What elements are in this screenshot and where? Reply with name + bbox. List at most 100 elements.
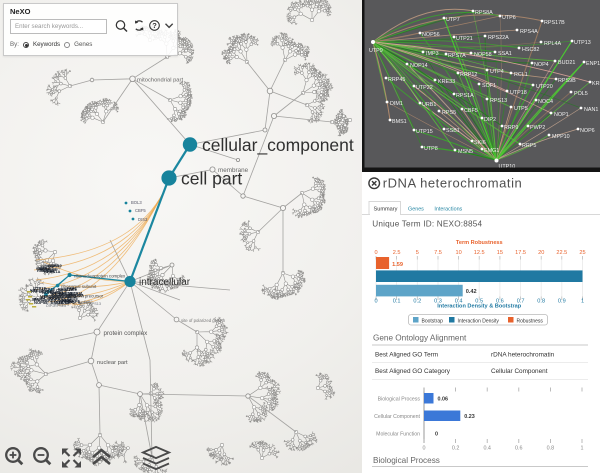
svg-text:RPS5: RPS5 — [66, 293, 77, 298]
svg-text:UTP18: UTP18 — [33, 286, 46, 291]
svg-text:1: 1 — [581, 299, 584, 305]
svg-text:Cellular Component: Cellular Component — [374, 414, 420, 420]
svg-text:RRP5: RRP5 — [69, 299, 81, 304]
svg-text:RPS13: RPS13 — [52, 292, 66, 297]
svg-text:RPS1A: RPS1A — [47, 269, 60, 274]
svg-text:Genes: Genes — [408, 206, 424, 212]
svg-text:NOP4: NOP4 — [534, 62, 549, 68]
svg-text:CBF5: CBF5 — [36, 266, 47, 271]
svg-text:RPS13: RPS13 — [41, 295, 55, 300]
svg-text:UTP13: UTP13 — [574, 40, 591, 46]
svg-text:NOC4: NOC4 — [538, 99, 553, 105]
svg-text:ENP1: ENP1 — [586, 61, 600, 67]
svg-text:RPS1A: RPS1A — [456, 93, 474, 99]
svg-text:22.5: 22.5 — [556, 250, 567, 256]
svg-text:SSB1: SSB1 — [446, 128, 460, 134]
svg-text:UTP21: UTP21 — [70, 291, 83, 296]
svg-text:2.5: 2.5 — [393, 250, 401, 256]
svg-text:RRP5: RRP5 — [45, 298, 57, 303]
svg-text:25: 25 — [579, 250, 585, 256]
svg-text:rDNA heterochromatin: rDNA heterochromatin — [383, 176, 523, 191]
svg-text:Best Aligned GO Category: Best Aligned GO Category — [375, 368, 451, 375]
svg-text:?: ? — [152, 21, 157, 30]
svg-text:RPS22A: RPS22A — [488, 35, 509, 41]
svg-text:Interactions: Interactions — [434, 206, 462, 212]
svg-text:0.9: 0.9 — [558, 299, 566, 305]
svg-text:IMP4: IMP4 — [65, 300, 75, 305]
svg-text:Best Aligned GO Term: Best Aligned GO Term — [375, 352, 438, 359]
svg-text:CBF5: CBF5 — [464, 108, 478, 114]
svg-text:RPS8A: RPS8A — [475, 10, 493, 16]
svg-text:UTP6: UTP6 — [502, 15, 516, 21]
svg-text:Biological Process: Biological Process — [378, 397, 421, 403]
svg-text:Biological Process: Biological Process — [373, 456, 440, 465]
svg-text:20: 20 — [538, 250, 544, 256]
svg-text:RPS5: RPS5 — [44, 269, 55, 274]
svg-text:BMS1: BMS1 — [392, 119, 407, 125]
svg-text:SKI6: SKI6 — [474, 140, 486, 146]
svg-text:MPP10: MPP10 — [552, 134, 570, 140]
svg-text:Molecular Function: Molecular Function — [376, 432, 420, 438]
svg-text:UTP15: UTP15 — [416, 129, 433, 135]
svg-text:NAN1: NAN1 — [584, 107, 598, 113]
svg-text:0.4: 0.4 — [483, 446, 491, 452]
svg-text:DIM1: DIM1 — [390, 101, 403, 107]
svg-text:RPL4A: RPL4A — [544, 41, 561, 47]
svg-text:NOP58: NOP58 — [34, 300, 48, 305]
svg-text:0.1: 0.1 — [393, 299, 401, 305]
svg-text:DIP2: DIP2 — [484, 117, 496, 123]
svg-text:UTP9: UTP9 — [369, 48, 383, 54]
svg-text:NOP1: NOP1 — [554, 112, 569, 118]
svg-text:RPS17B: RPS17B — [544, 20, 565, 26]
svg-text:RPS9B: RPS9B — [558, 78, 576, 84]
svg-text:SSA1: SSA1 — [498, 51, 512, 57]
svg-text:0: 0 — [435, 432, 438, 438]
svg-text:UTP21: UTP21 — [40, 294, 53, 299]
svg-text:KRE33: KRE33 — [59, 291, 73, 296]
svg-text:RRP5: RRP5 — [522, 143, 536, 149]
svg-text:EMG1: EMG1 — [51, 300, 63, 305]
svg-text:0.2: 0.2 — [413, 299, 421, 305]
svg-text:0: 0 — [374, 250, 377, 256]
svg-text:7.5: 7.5 — [434, 250, 442, 256]
svg-text:site of polarized growth: site of polarized growth — [181, 318, 226, 323]
svg-text:NOP56: NOP56 — [422, 32, 440, 38]
svg-text:CBF5: CBF5 — [135, 208, 146, 213]
svg-text:nuclear part: nuclear part — [97, 360, 128, 366]
svg-text:1.59: 1.59 — [392, 262, 403, 268]
svg-text:UTP18: UTP18 — [41, 289, 54, 294]
svg-text:SAS10: SAS10 — [49, 263, 62, 268]
svg-text:SNU13: SNU13 — [32, 297, 46, 302]
svg-text:RPS13: RPS13 — [89, 302, 101, 306]
svg-text:0.6: 0.6 — [515, 446, 523, 452]
svg-text:RRP5: RRP5 — [55, 297, 67, 302]
svg-text:UTP7: UTP7 — [446, 17, 460, 23]
svg-text:KRE33: KRE33 — [438, 79, 455, 85]
svg-text:12.5: 12.5 — [474, 250, 485, 256]
svg-text:RRP9: RRP9 — [504, 125, 518, 131]
svg-text:0: 0 — [374, 299, 377, 305]
svg-text:0.7: 0.7 — [517, 299, 525, 305]
svg-text:15: 15 — [497, 250, 503, 256]
svg-text:0.06: 0.06 — [438, 397, 449, 403]
svg-text:DIP2: DIP2 — [67, 294, 77, 299]
svg-text:RRP45: RRP45 — [388, 77, 405, 83]
svg-text:IMP3: IMP3 — [426, 51, 439, 57]
svg-text:ribosomal subunit precursor: ribosomal subunit precursor — [50, 294, 104, 299]
svg-text:FAF1: FAF1 — [67, 286, 78, 291]
svg-text:RPS22A: RPS22A — [58, 287, 74, 292]
svg-text:BOL3: BOL3 — [131, 200, 142, 205]
svg-text:BUD21: BUD21 — [558, 60, 575, 66]
svg-text:SNU13: SNU13 — [56, 300, 70, 305]
svg-text:RRP5: RRP5 — [59, 299, 71, 304]
svg-text:KRE33: KRE33 — [30, 288, 44, 293]
svg-text:IMP4: IMP4 — [78, 301, 87, 305]
svg-text:1: 1 — [581, 446, 584, 452]
svg-text:0.23: 0.23 — [464, 414, 475, 420]
svg-text:RPS4A: RPS4A — [520, 29, 538, 35]
svg-text:RPS22A: RPS22A — [68, 293, 84, 298]
svg-text:RRP5: RRP5 — [48, 263, 59, 268]
svg-text:protein complex: protein complex — [104, 330, 149, 337]
svg-text:PWP2: PWP2 — [530, 125, 545, 131]
svg-text:0.8: 0.8 — [547, 446, 555, 452]
